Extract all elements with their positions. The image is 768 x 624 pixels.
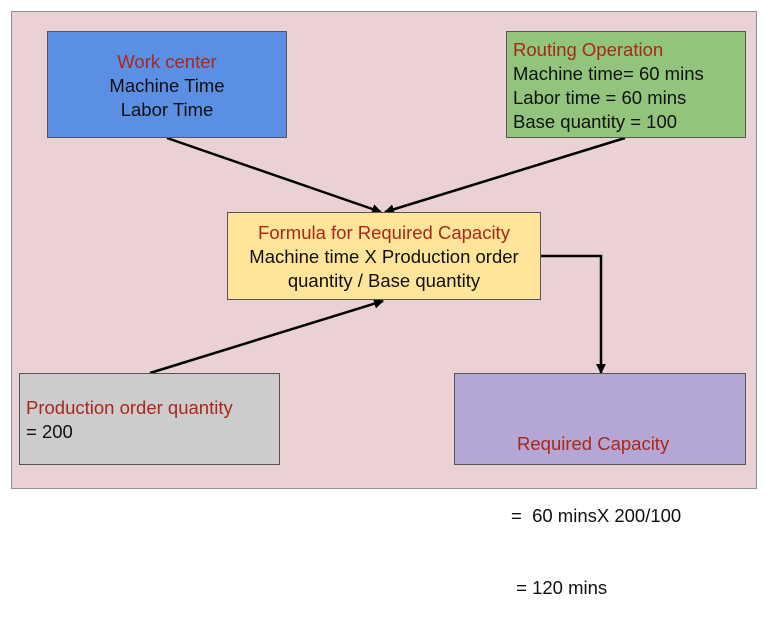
arrow-formula-to-required-capacity bbox=[541, 254, 606, 374]
required-capacity-line-2: = 120 mins bbox=[511, 577, 608, 598]
arrow-work-center-to-formula bbox=[166, 136, 382, 214]
arrow-quantity-to-formula bbox=[149, 298, 384, 375]
work-center-title: Work center bbox=[117, 51, 217, 72]
connector-layer bbox=[149, 136, 626, 375]
production-order-quantity-box: Production order quantity = 200 bbox=[19, 373, 280, 465]
required-capacity-box: Required Capacity = 60 minsX 200/100 = 1… bbox=[454, 373, 746, 598]
arrow-routing-to-formula bbox=[384, 136, 626, 215]
work-center-box: Work center Machine Time Labor Time bbox=[47, 31, 287, 138]
formula-line-1: Machine time X Production order bbox=[249, 246, 519, 267]
required-capacity-line-1: = 60 minsX 200/100 bbox=[511, 505, 682, 526]
production-order-quantity-line-1: = 200 bbox=[26, 421, 73, 442]
routing-operation-line-3: Base quantity = 100 bbox=[513, 111, 678, 132]
formula-title: Formula for Required Capacity bbox=[258, 222, 510, 243]
routing-operation-title: Routing Operation bbox=[513, 39, 664, 60]
routing-operation-box: Routing Operation Machine time= 60 mins … bbox=[506, 31, 746, 138]
formula-line-2: quantity / Base quantity bbox=[287, 270, 481, 291]
routing-operation-line-1: Machine time= 60 mins bbox=[513, 63, 704, 84]
production-order-quantity-title: Production order quantity bbox=[26, 397, 233, 418]
formula-box: Formula for Required Capacity Machine ti… bbox=[227, 212, 541, 300]
routing-operation-line-2: Labor time = 60 mins bbox=[513, 87, 687, 108]
work-center-line-1: Machine Time bbox=[109, 75, 225, 96]
required-capacity-title: Required Capacity bbox=[517, 433, 670, 454]
work-center-line-2: Labor Time bbox=[120, 99, 214, 120]
